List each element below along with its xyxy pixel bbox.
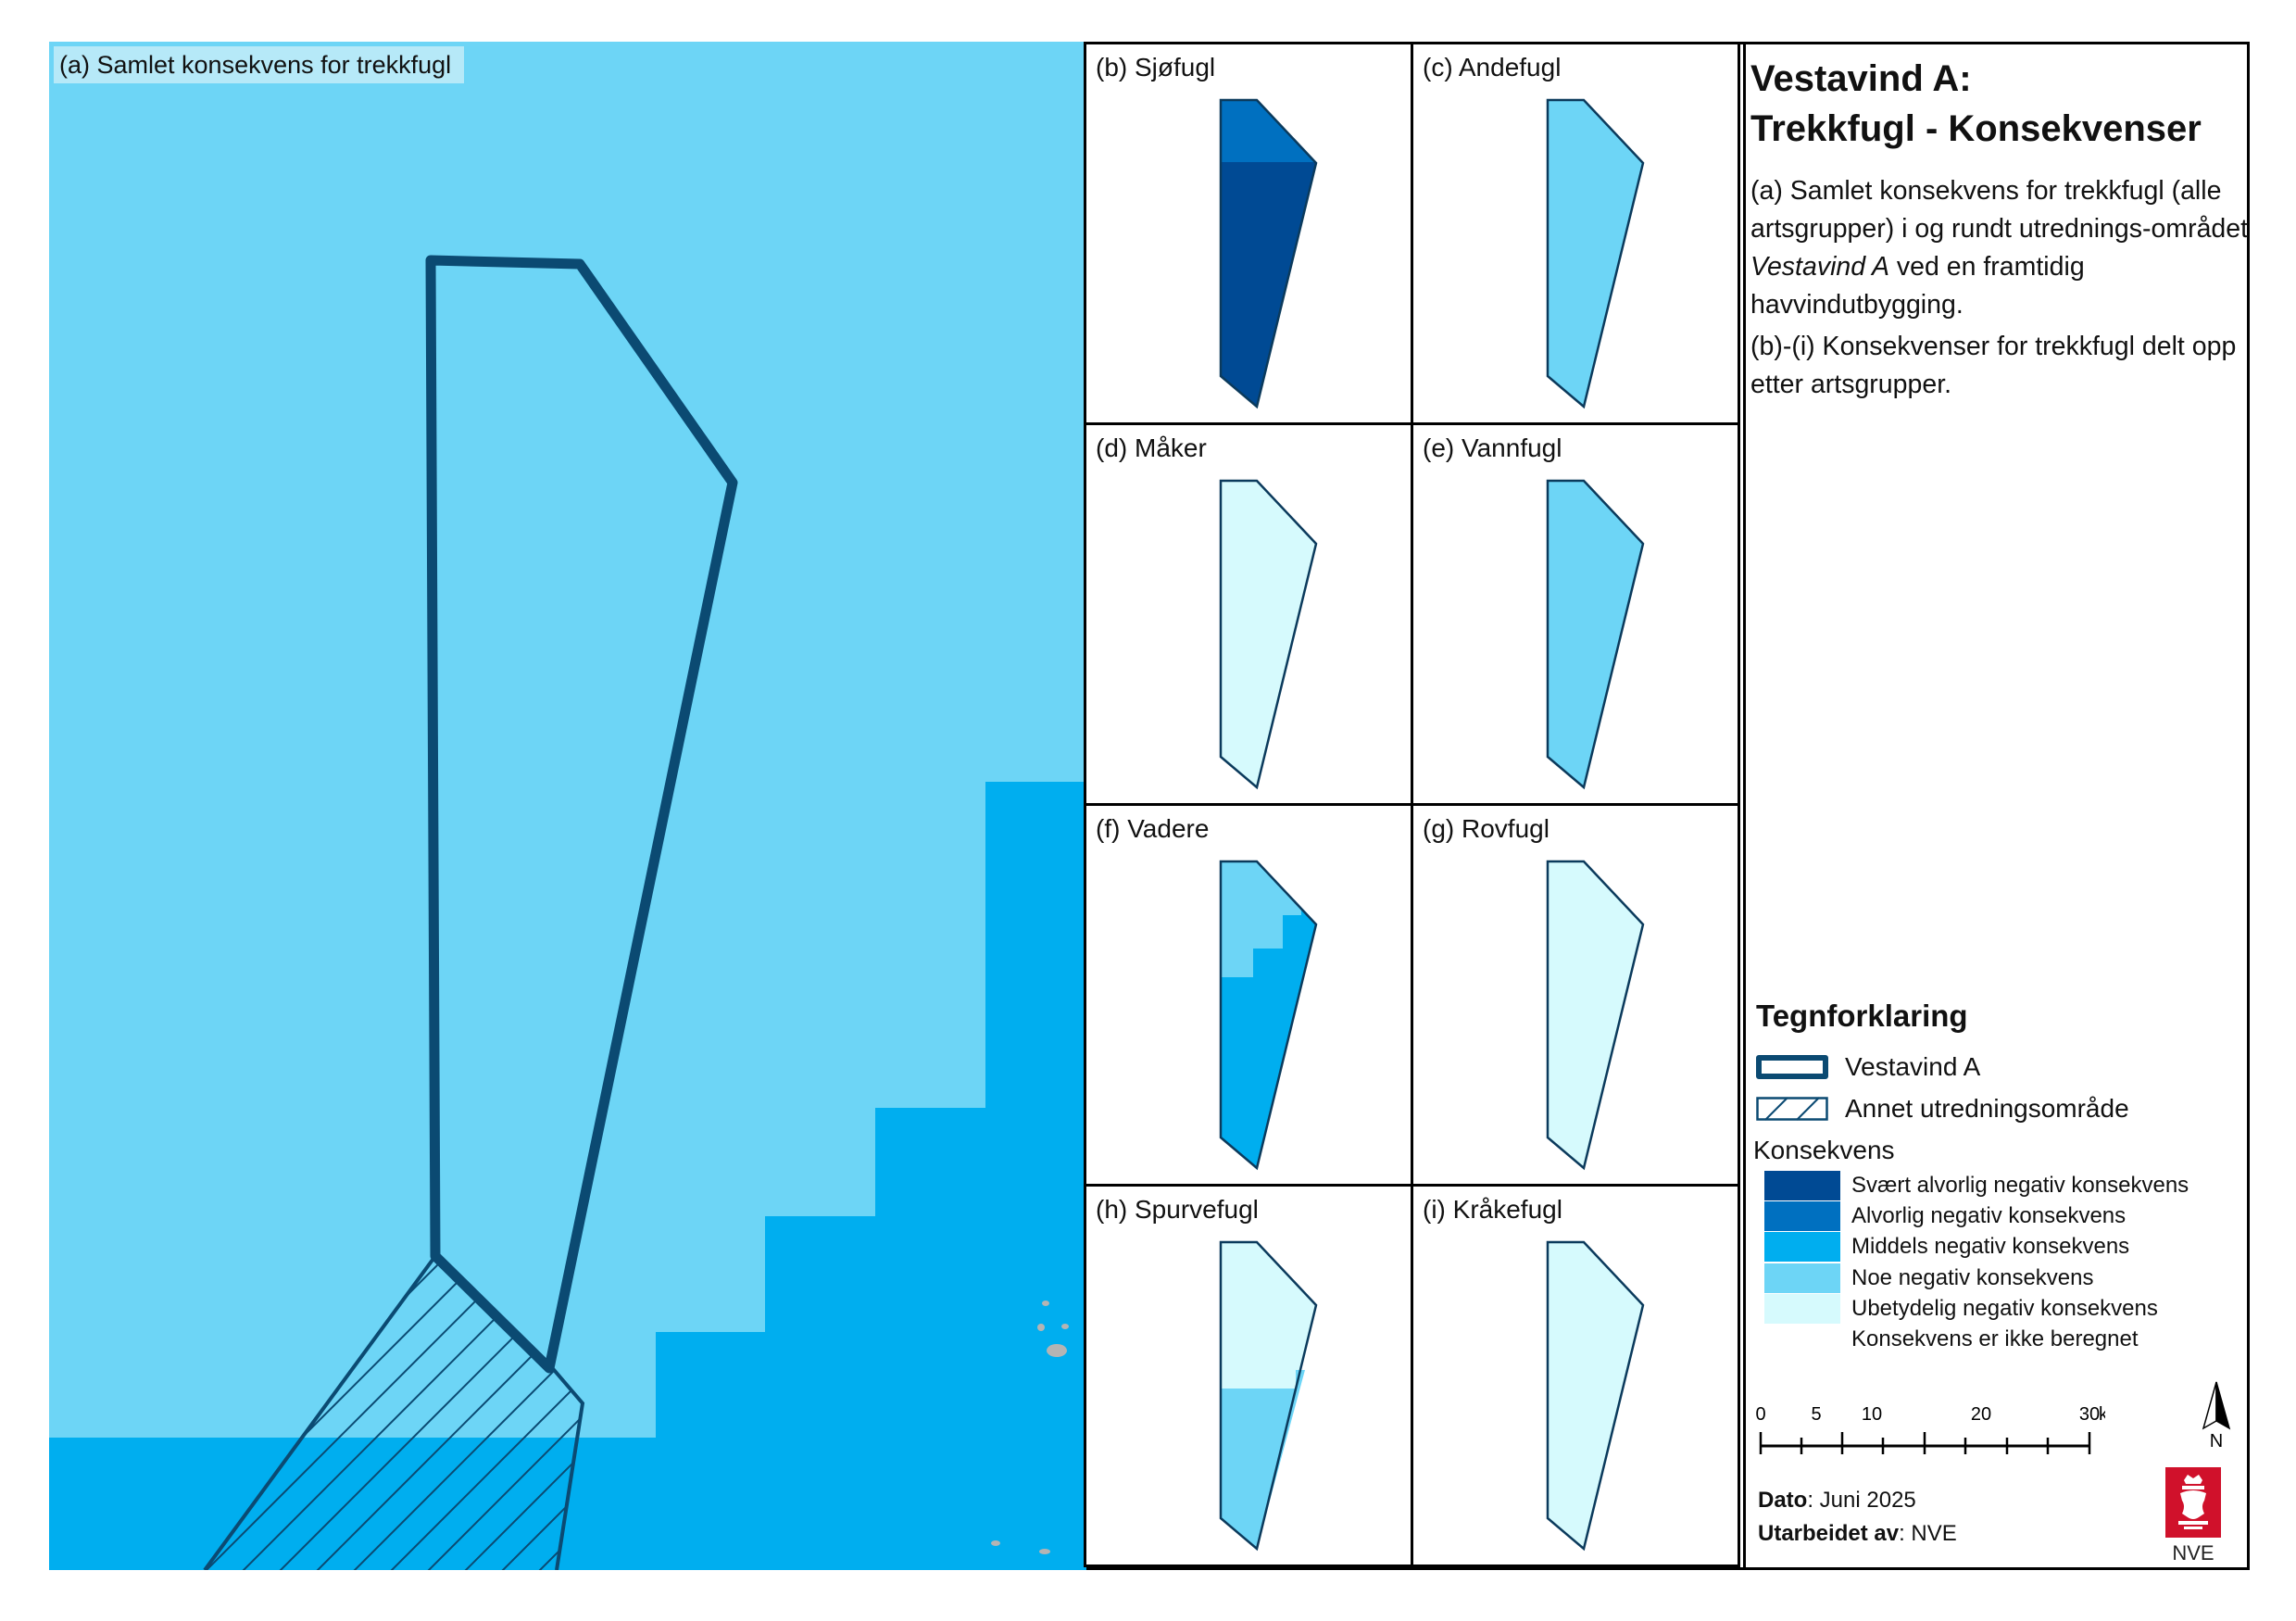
panel-vannfugl: (e) Vannfugl [1411, 422, 1740, 806]
description-a-suffix: ved en framtidig havvindutbygging. [1750, 252, 2085, 320]
map-title-line-2: Trekkfugl - Konsekvenser [1750, 108, 2202, 149]
scale-tick-30: 30 [2079, 1404, 2100, 1425]
credit-author-label: Utarbeidet av [1758, 1521, 1900, 1546]
panel-vadere-map [1219, 860, 1318, 1171]
panel-andefugl-label: (c) Andefugl [1423, 53, 1562, 82]
panel-krakefugl-label: (i) Kråkefugl [1423, 1195, 1562, 1224]
scale-tick-20: 20 [1971, 1404, 1991, 1425]
legend-consequence-label: Konsekvens er ikke beregnet [1851, 1326, 2139, 1351]
legend-item-other-area: Annet utredningsområde [1756, 1094, 2129, 1124]
legend-consequence-class: Noe negativ konsekvens [1764, 1263, 2094, 1293]
panel-spurvefugl: (h) Spurvefugl [1084, 1184, 1413, 1567]
legend-item-vestavind-a-label: Vestavind A [1845, 1052, 1981, 1081]
scale-bar: 0 5 10 20 30 km [1755, 1404, 2105, 1454]
panel-sjofugl-label: (b) Sjøfugl [1096, 53, 1216, 82]
panel-sjofugl-map [1219, 98, 1318, 409]
map-title: Vestavind A: Trekkfugl - Konsekvenser [1750, 54, 2241, 154]
panel-vannfugl-label: (e) Vannfugl [1423, 434, 1562, 462]
legend-consequence-label: Ubetydelig negativ konsekvens [1851, 1295, 2158, 1321]
panel-andefugl-map [1546, 98, 1645, 409]
legend-consequence-swatch [1764, 1171, 1840, 1200]
main-map-label: (a) Samlet konsekvens for trekkfugl [54, 46, 465, 83]
panel-vannfugl-map [1546, 479, 1645, 790]
nve-logo-text: NVE [2172, 1541, 2214, 1564]
legend-consequence-label: Middels negativ konsekvens [1851, 1234, 2130, 1260]
medium-consequence-area [49, 782, 1086, 1570]
legend-title: Tegnforklaring [1756, 999, 1968, 1033]
legend-consequence-label: Noe negativ konsekvens [1851, 1264, 2094, 1290]
map-title-line-1: Vestavind A: [1750, 58, 1972, 99]
legend-consequence-label: Svært alvorlig negativ konsekvens [1851, 1173, 2189, 1198]
panel-maker-label: (d) Måker [1096, 434, 1207, 462]
nve-logo-icon: NVE [2165, 1467, 2221, 1564]
north-label: N [2210, 1431, 2223, 1451]
credit-date-value: : Juni 2025 [1807, 1488, 1916, 1513]
legend-outline-symbol [1756, 1055, 1828, 1079]
legend-consequence-swatch [1764, 1201, 1840, 1232]
panel-vadere-label: (f) Vadere [1096, 814, 1210, 843]
legend-consequence-class: Konsekvens er ikke beregnet [1764, 1325, 2139, 1354]
panel-maker: (d) Måker [1084, 422, 1413, 806]
legend-consequence-class: Svært alvorlig negativ konsekvens [1764, 1171, 2189, 1200]
panel-maker-map [1219, 479, 1318, 790]
legend-item-other-area-label: Annet utredningsområde [1845, 1094, 2129, 1123]
main-map [49, 42, 1086, 1570]
legend-consequence-class: Ubetydelig negativ konsekvens [1764, 1293, 2158, 1324]
description-a: (a) Samlet konsekvens for trekkfugl (all… [1750, 172, 2251, 324]
description-a-area-name: Vestavind A [1750, 252, 1889, 282]
legend-consequence-swatch [1764, 1325, 1840, 1354]
panel-andefugl: (c) Andefugl [1411, 42, 1740, 425]
legend-consequence-swatch [1764, 1293, 1840, 1324]
scale-tick-0: 0 [1755, 1404, 1765, 1425]
credit-author-value: : NVE [1899, 1521, 1957, 1546]
panel-spurvefugl-label: (h) Spurvefugl [1096, 1195, 1259, 1224]
panel-krakefugl: (i) Kråkefugl [1411, 1184, 1740, 1567]
north-arrow-icon: N [2202, 1381, 2231, 1451]
vestavind-a-outline [425, 255, 738, 1374]
legend-consequence-swatch [1764, 1232, 1840, 1263]
description-b: (b)-(i) Konsekvenser for trekkfugl delt … [1750, 332, 2237, 399]
credit-date: Dato: Juni 2025 [1758, 1488, 1916, 1514]
legend-consequence-class: Middels negativ konsekvens [1764, 1232, 2130, 1263]
panel-rovfugl-label: (g) Rovfugl [1423, 814, 1549, 843]
panel-rovfugl: (g) Rovfugl [1411, 803, 1740, 1187]
credit-author: Utarbeidet av: NVE [1758, 1521, 1957, 1547]
scale-tick-10: 10 [1862, 1404, 1882, 1425]
legend-consequence-swatch [1764, 1263, 1840, 1293]
panel-rovfugl-map [1546, 860, 1645, 1171]
legend-hatch-symbol [1756, 1097, 1828, 1121]
panel-vadere: (f) Vadere [1084, 803, 1413, 1187]
legend-item-vestavind-a: Vestavind A [1756, 1052, 1980, 1082]
panel-spurvefugl-map [1219, 1240, 1318, 1552]
panel-sjofugl: (b) Sjøfugl [1084, 42, 1413, 425]
legend-consequence-label: Alvorlig negativ konsekvens [1851, 1203, 2127, 1229]
info-panel [1743, 42, 2250, 1570]
scale-tick-5: 5 [1811, 1404, 1821, 1425]
panel-krakefugl-map [1546, 1240, 1645, 1552]
scale-unit: km [2099, 1404, 2105, 1425]
description-a-prefix: (a) Samlet konsekvens for trekkfugl (all… [1750, 176, 2249, 244]
land-fragments [991, 1301, 1069, 1554]
legend-consequence-class: Alvorlig negativ konsekvens [1764, 1201, 2127, 1232]
credit-date-label: Dato [1758, 1488, 1808, 1513]
legend-consequence-title: Konsekvens [1753, 1136, 1895, 1164]
